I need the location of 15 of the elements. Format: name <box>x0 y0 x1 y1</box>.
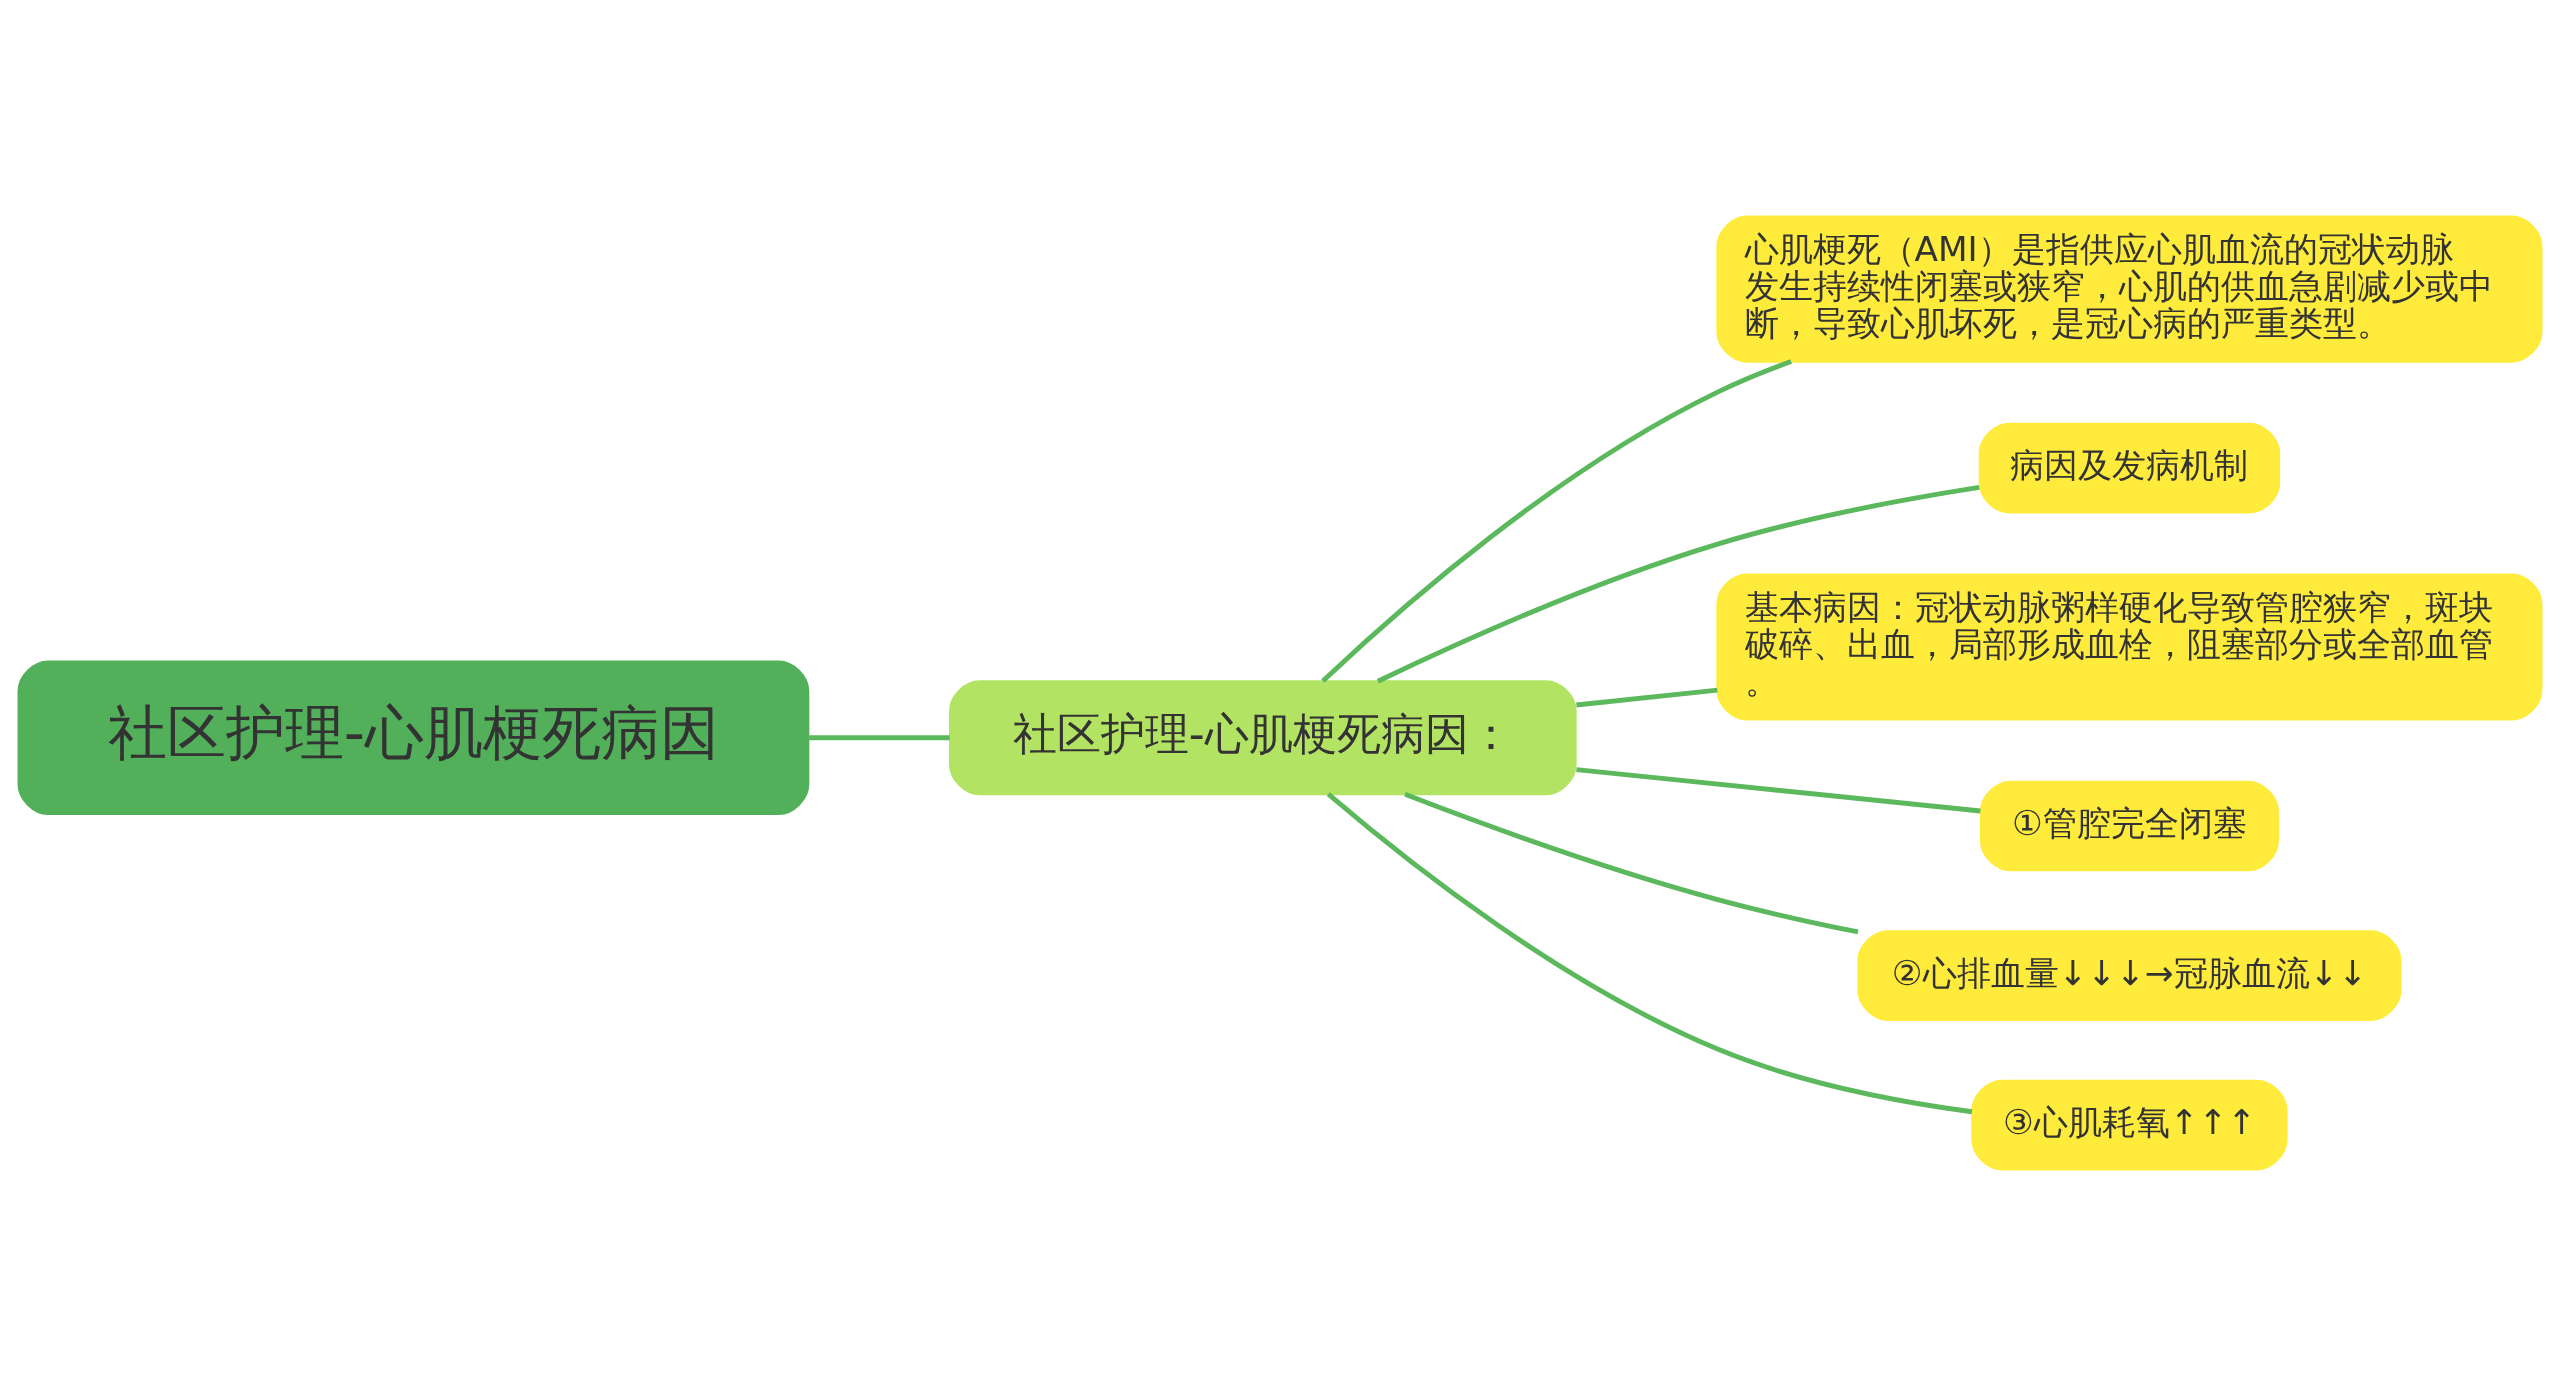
connector <box>808 734 950 740</box>
connector <box>1404 791 1859 934</box>
node-box: ③心肌耗氧↑↑↑ <box>1971 1079 2288 1170</box>
connector <box>1321 358 1792 683</box>
connector <box>1376 484 1980 683</box>
connector <box>1326 791 1973 1114</box>
connector <box>1576 687 1718 707</box>
node-box: 基本病因：冠状动脉粥样硬化导致管腔狭窄，斑块破碎、出血，局部形成血栓，阻塞部分或全部血管。 <box>1716 573 2543 721</box>
connector <box>1576 766 1981 813</box>
node-box: 社区护理-心肌梗死病因 <box>17 660 810 815</box>
node-box: ②心排血量↓↓↓→冠脉血流↓↓ <box>1857 929 2402 1021</box>
node-box: ①管腔完全闭塞 <box>1979 780 2279 871</box>
node-box: 病因及发病机制 <box>1978 422 2281 513</box>
node-box: 心肌梗死（AMI）是指供应心肌血流的冠状动脉发生持续性闭塞或狭窄，心肌的供血急剧减少或中断，导致心肌坏死，是冠心病的严重类型。 <box>1716 215 2543 363</box>
node-box: 社区护理-心肌梗死病因： <box>949 679 1577 795</box>
